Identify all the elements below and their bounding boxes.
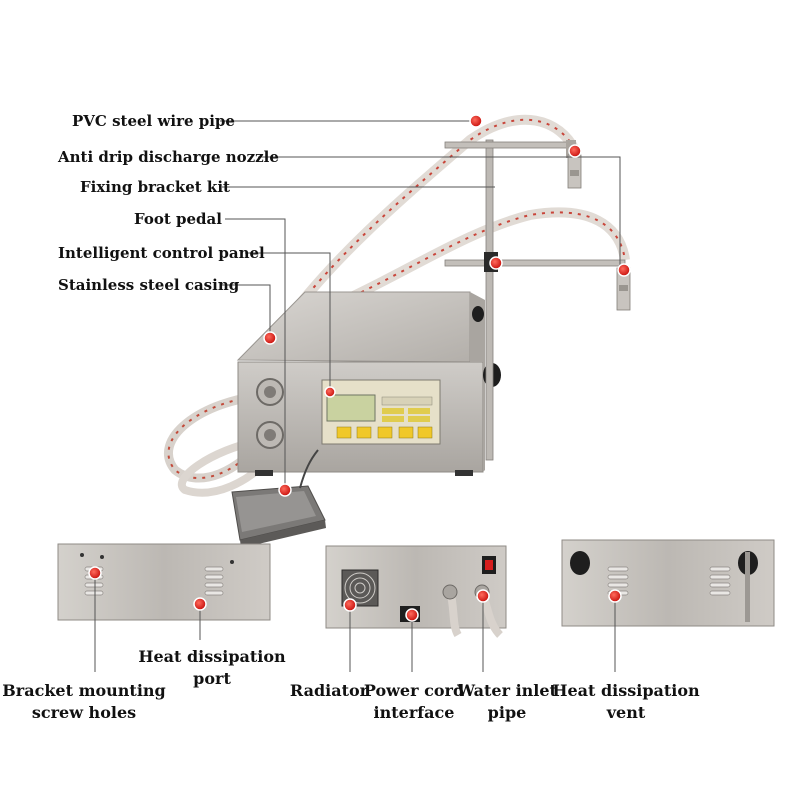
- label-bracket: Fixing bracket kit: [80, 178, 230, 196]
- label-screw-holes: Bracket mounting screw holes: [2, 680, 165, 724]
- label-heat-port-line2: port: [193, 669, 231, 688]
- marker-nozzle-upper: [568, 144, 582, 158]
- marker-power-cord: [405, 608, 419, 622]
- back-panel: [325, 545, 507, 638]
- main-machine: [164, 114, 631, 548]
- label-screw-holes-line2: screw holes: [31, 703, 137, 722]
- marker-panel: [324, 386, 336, 398]
- label-heat-port: Heat dissipation port: [138, 646, 285, 690]
- label-water-inlet-line2: pipe: [487, 703, 527, 722]
- marker-bracket: [489, 256, 503, 270]
- label-water-inlet-line1: Water inlet: [457, 681, 557, 700]
- marker-dots: [88, 114, 631, 622]
- label-power-cord-line2: interface: [373, 703, 455, 722]
- marker-pedal: [278, 483, 292, 497]
- label-heat-vent-line2: vent: [606, 703, 646, 722]
- label-radiator: Radiator: [289, 681, 369, 700]
- label-nozzle: Anti drip discharge nozzle: [58, 148, 279, 166]
- label-heat-port-line1: Heat dissipation: [138, 647, 286, 666]
- label-pedal: Foot pedal: [134, 210, 222, 228]
- label-screw-holes-line1: Bracket mounting: [2, 681, 166, 700]
- label-water-inlet: Water inlet pipe: [457, 680, 557, 724]
- marker-heat-port: [193, 597, 207, 611]
- label-pvc-pipe: PVC steel wire pipe: [72, 112, 235, 130]
- marker-nozzle-lower: [617, 263, 631, 277]
- left-side-panel: [57, 543, 271, 621]
- marker-casing: [263, 331, 277, 345]
- leader-lines: [94, 120, 621, 672]
- marker-heat-vent: [608, 589, 622, 603]
- label-heat-vent-line1: Heat dissipation: [552, 681, 700, 700]
- label-casing: Stainless steel casing: [58, 276, 240, 294]
- marker-pvc-pipe: [469, 114, 483, 128]
- label-panel: Intelligent control panel: [58, 244, 265, 262]
- marker-water-inlet: [476, 589, 490, 603]
- marker-radiator: [343, 598, 357, 612]
- marker-screw-holes: [88, 566, 102, 580]
- right-side-panel: [561, 539, 775, 627]
- label-power-cord: Power cord interface: [364, 680, 464, 724]
- label-heat-vent: Heat dissipation vent: [552, 680, 699, 724]
- label-power-cord-line1: Power cord: [363, 681, 465, 700]
